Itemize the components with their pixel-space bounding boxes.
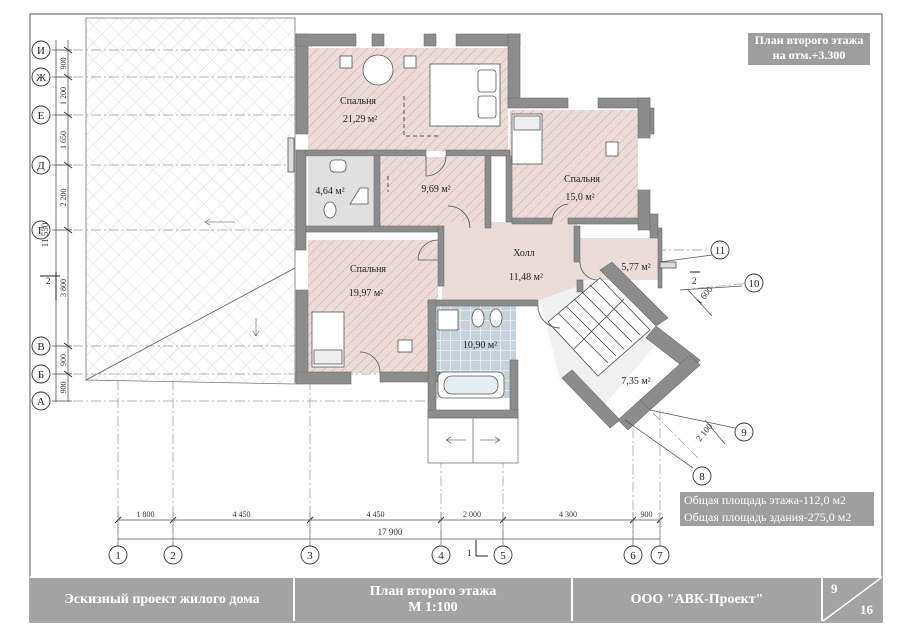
diag-dim-2: 2 100 [694, 421, 715, 443]
column-axis-label: 2 [170, 550, 176, 562]
row-dim-label: 900 [59, 58, 68, 70]
col-total-dim: 17 900 [378, 527, 403, 537]
room-labels: Спальня 21,29 м² 4,64 м² 9,69 м² Спальня… [315, 96, 650, 387]
building-area-note: Общая площадь здания-275,0 м2 [680, 509, 874, 526]
drawing-title: План второго этажа М 1:100 [295, 578, 571, 621]
column-dim-label: 4 450 [233, 510, 251, 519]
project-title: Эскизный проект жилого дома [31, 578, 293, 621]
column-dim-label: 900 [641, 510, 653, 519]
room-area: 21,29 м² [343, 114, 377, 125]
room-name: Спальня [340, 96, 376, 107]
floor-area-note: Общая площадь этажа-112,0 м2 [680, 492, 874, 509]
row-axis-marker [31, 220, 51, 240]
column-axis-label: 4 [438, 550, 444, 562]
row-axis-label: Б [38, 369, 44, 381]
row-dim-label: 2 200 [59, 189, 68, 207]
entrance-canopy [427, 417, 519, 464]
sheet-number-cell: 9 16 [823, 578, 881, 621]
row-axis-label: Е [38, 110, 45, 122]
furniture [287, 54, 677, 399]
diagonal-axis-marker [710, 240, 730, 260]
section-mark-left: 2 [46, 276, 51, 286]
sheet-frame [29, 13, 883, 623]
diagonal-axis-label: 9 [741, 427, 747, 439]
row-axis-marker [31, 336, 51, 356]
room-area: 15,0 м² [565, 192, 594, 203]
row-axis-label: Д [37, 160, 45, 172]
row-axis-marker [31, 155, 51, 175]
diagonal-axis-marker [734, 422, 754, 442]
row-axis-label: А [37, 396, 45, 408]
diagonal-axis-label: 11 [715, 245, 726, 257]
row-dim-label: 1 200 [59, 87, 68, 105]
row-axis-label: Ж [36, 72, 46, 84]
sheet-count: 16 [860, 602, 873, 617]
room-name: Спальня [350, 264, 386, 275]
sheet-title-line1: План второго этажа [754, 33, 864, 47]
row-dim-label: 900 [59, 382, 68, 394]
walls [295, 33, 663, 419]
section-mark-right: 2 [692, 276, 697, 286]
sheet-title-line2: на отм.+3.300 [772, 48, 846, 62]
sheet-number-divider [823, 578, 881, 621]
room-area: 4,64 м² [315, 186, 344, 197]
doors [359, 155, 599, 373]
column-dim-label: 2 000 [463, 510, 481, 519]
room-name: Холл [513, 248, 534, 259]
column-axis-label: 7 [657, 550, 663, 562]
room-area: 9,69 м² [421, 184, 450, 195]
diagonal-axis-marker [692, 466, 712, 486]
diagonal-axis-label: 10 [749, 278, 761, 290]
row-dim-label: 1 650 [59, 131, 68, 149]
column-axis-marker [163, 545, 183, 565]
diagonal-axis-label: 8 [699, 471, 705, 483]
row-axis-label: Г [38, 225, 44, 237]
column-axis-marker [300, 545, 320, 565]
room-area: 11,48 м² [509, 272, 543, 283]
column-axis-label: 1 [115, 550, 121, 562]
room-area: 5,77 м² [621, 262, 650, 273]
column-dim-label: 4 300 [559, 510, 577, 519]
dressing-floor [380, 157, 488, 227]
company-name: ООО "АВК-Проект" [573, 578, 821, 621]
row-axis-marker [31, 364, 51, 384]
section-mark-bottom: 1 [467, 548, 472, 558]
drawing-scale: М 1:100 [408, 599, 458, 615]
column-axis-marker [623, 545, 643, 565]
room-area: 10,90 м² [463, 340, 497, 351]
sheet-number: 9 [831, 581, 838, 596]
hall-floor [442, 222, 577, 300]
column-axis-marker [493, 545, 513, 565]
row-axis-label: И [37, 45, 45, 57]
column-axis-marker [650, 545, 670, 565]
column-dim-label: 1 800 [137, 510, 155, 519]
column-axis-marker [108, 545, 128, 565]
staircase [547, 277, 651, 377]
row-dim-label: 900 [59, 354, 68, 366]
row-axis-label: В [37, 341, 44, 353]
column-dim-label: 4 450 [367, 510, 385, 519]
row-total-dim: 11 550 [40, 222, 50, 247]
row-axis-marker [31, 67, 51, 87]
row-axis-marker [31, 391, 51, 411]
room-area: 7,35 м² [621, 376, 650, 387]
column-axis-label: 6 [630, 550, 636, 562]
row-axis-marker [31, 40, 51, 60]
column-axis-label: 5 [500, 550, 506, 562]
column-axis-label: 3 [307, 550, 313, 562]
drawing-title-line1: План второго этажа [369, 583, 497, 599]
sheet-title: План второго этажа на отм.+3.300 [748, 33, 870, 65]
room-name: Спальня [564, 174, 600, 185]
row-axis-marker [31, 105, 51, 125]
row-dim-label: 3 800 [59, 279, 68, 297]
column-axis-marker [431, 545, 451, 565]
diagonal-axis-marker [744, 273, 764, 293]
room-area: 19,97 м² [349, 288, 383, 299]
diag-dim-1: 1 600 [694, 284, 715, 306]
